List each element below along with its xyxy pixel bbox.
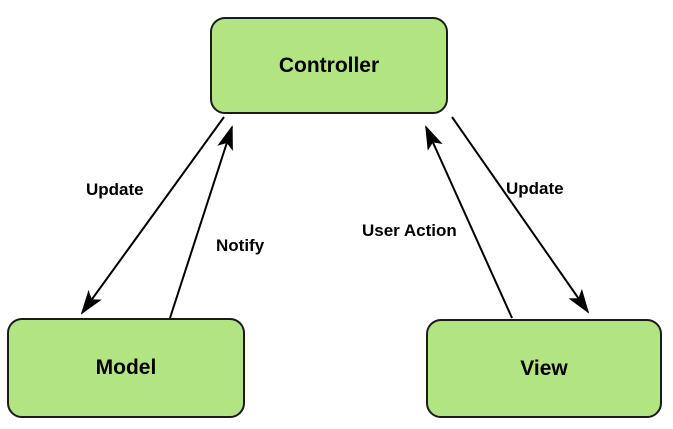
- node-controller-label: Controller: [278, 53, 380, 77]
- edge-label-user-action: User Action: [362, 221, 457, 240]
- edge-controller-to-model-line: [80, 116, 225, 315]
- edge-view-to-controller-line: [425, 125, 513, 319]
- edge-label-notify: Notify: [216, 236, 265, 255]
- node-model: Model: [7, 318, 245, 418]
- edge-label-update-controller-to-model: Update: [86, 180, 144, 199]
- node-view-label: View: [520, 356, 568, 380]
- node-view: View: [426, 319, 662, 418]
- node-model-label: Model: [95, 356, 157, 379]
- node-controller: Controller: [210, 17, 448, 114]
- edge-model-to-controller-line: [169, 125, 233, 319]
- edge-controller-to-view-line: [451, 116, 590, 314]
- edge-label-update-controller-to-view: Update: [506, 179, 564, 198]
